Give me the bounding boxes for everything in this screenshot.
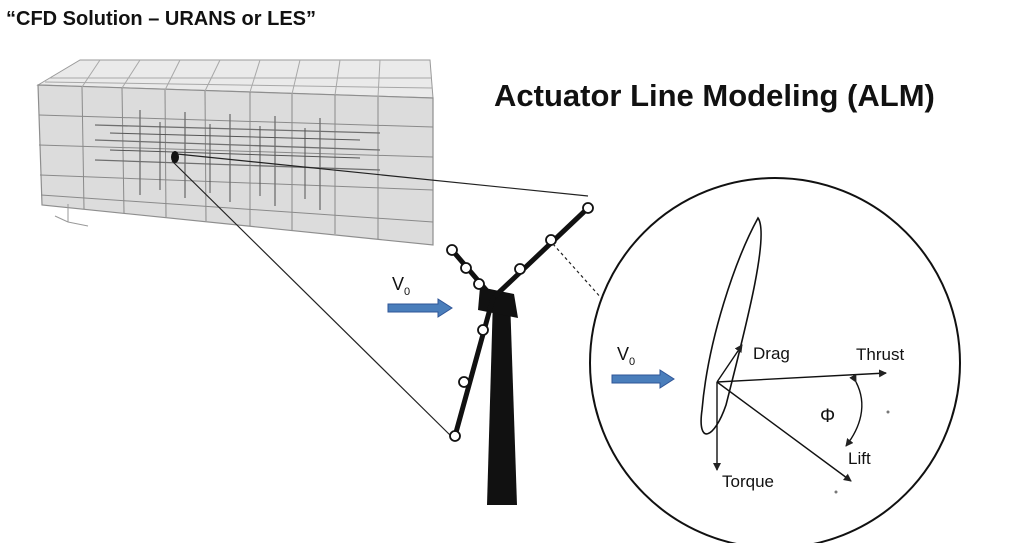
thrust-label: Thrust (856, 345, 904, 364)
blade-1 (490, 205, 591, 301)
torque-label: Torque (722, 472, 774, 491)
flow-arrow-turbine (387, 298, 453, 318)
airfoil-detail-circle: V 0 Drag Thrust Φ Lift Torque (589, 177, 961, 543)
blade-2 (449, 247, 496, 301)
detail-velocity-label: V (617, 344, 629, 364)
zoom-lines (171, 153, 589, 438)
blade-3 (452, 295, 496, 439)
turbine-velocity-label: V (392, 274, 404, 294)
drag-vector (716, 344, 743, 383)
cfd-solution-title: “CFD Solution – URANS or LES” (6, 8, 316, 30)
cfd-mesh-box (36, 59, 434, 246)
alm-heading: Actuator Line Modeling (ALM) (494, 78, 935, 113)
turbine-tower (487, 298, 517, 505)
phi-angle-arc (845, 373, 863, 447)
turbine-velocity-subscript: 0 (404, 286, 410, 298)
lift-label: Lift (848, 449, 871, 468)
phi-angle-label: Φ (820, 406, 835, 427)
coordinate-axes-icon (54, 204, 89, 227)
drag-label: Drag (753, 344, 790, 363)
flow-arrow-detail (611, 369, 675, 389)
detail-leader-line (552, 243, 604, 301)
actuator-points (446, 202, 594, 442)
wind-turbine (446, 202, 594, 505)
detail-velocity-subscript: 0 (629, 356, 635, 368)
thrust-vector (716, 369, 887, 383)
lift-vector (716, 381, 852, 482)
decorative-dots (834, 410, 890, 494)
airfoil-section (700, 216, 762, 435)
